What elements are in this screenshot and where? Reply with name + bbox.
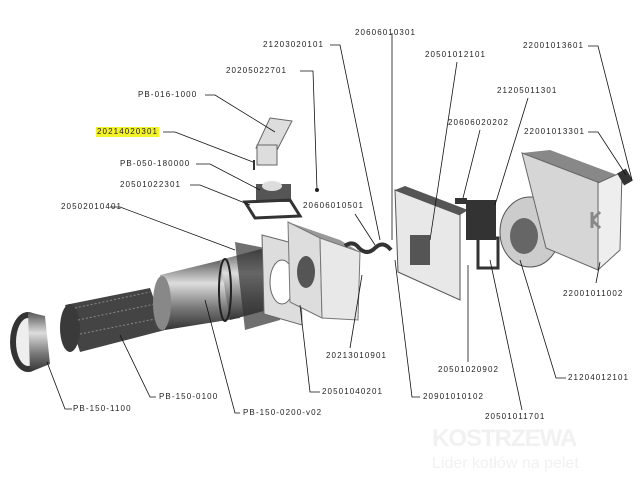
part-label: 22001013301 <box>524 127 586 136</box>
part-label: 20606010301 <box>355 28 417 37</box>
part-label: 20205022701 <box>226 66 288 75</box>
watermark-brand: KOSTRZEWA <box>432 425 577 452</box>
part-label: PB-016-1000 <box>138 90 198 99</box>
part-label: 20501020902 <box>438 365 500 374</box>
control-plate <box>394 186 468 301</box>
perforated-tube <box>60 288 165 352</box>
leader-lines <box>46 33 633 414</box>
part-label: 20501022301 <box>120 180 182 189</box>
part-label: 21204012101 <box>568 373 630 382</box>
part-label-highlighted: 20214020301 <box>96 127 160 137</box>
part-label: PB-150-1100 <box>73 404 132 413</box>
part-label: 20213010901 <box>326 351 388 360</box>
part-label: 22001011002 <box>563 289 624 298</box>
part-label: 20501040201 <box>322 387 384 396</box>
part-label: PB-150-0200-v02 <box>243 408 323 417</box>
part-label: 20501012101 <box>425 50 487 59</box>
part-label: 21205011301 <box>497 86 558 95</box>
burner-tube <box>153 242 280 330</box>
part-label: 21203020101 <box>263 40 325 49</box>
part-label: 20606020202 <box>448 118 510 127</box>
part-label: PB-150-0100 <box>159 392 219 401</box>
k-logo-icon <box>590 210 602 230</box>
burner-cover <box>521 150 633 272</box>
part-label: 20901010102 <box>423 392 485 401</box>
ring-part <box>10 312 50 372</box>
part-label: PB-050-180000 <box>120 159 191 168</box>
part-label: 22001013601 <box>523 41 585 50</box>
watermark-tagline: Lider kotłów na pelet <box>432 455 579 472</box>
part-label: 20501011701 <box>485 412 546 421</box>
feed-auger <box>343 241 393 254</box>
burner-housing <box>287 221 361 321</box>
part-label: 20502010401 <box>61 202 123 211</box>
feed-pipe <box>242 117 467 220</box>
part-label: 20606010501 <box>303 201 365 210</box>
